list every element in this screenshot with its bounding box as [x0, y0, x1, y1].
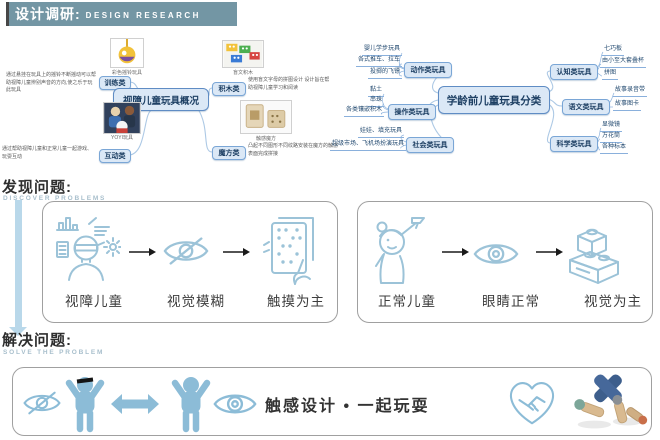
braille-blocks-caption: 盲文积木 — [232, 70, 253, 76]
normal-child-icon — [375, 217, 425, 284]
step-label: 视觉模糊 — [167, 294, 225, 309]
step-label: 触摸为主 — [267, 294, 325, 309]
page-title: 设计调研: — [15, 6, 81, 22]
node-action-toys[interactable]: 动作类玩具 — [404, 62, 452, 78]
mm-item[interactable]: 故事图卡 — [613, 101, 642, 111]
toy-blocks-photo — [574, 374, 648, 429]
bell-toy-caption: 彩色摇铃玩具 — [111, 70, 142, 76]
eye-slash-icon — [23, 391, 61, 415]
impaired-child-icon — [56, 217, 121, 281]
solve-subheading: SOLVE THE PROBLEM — [3, 349, 105, 356]
mm-item[interactable]: 婴儿学步玩具 — [361, 46, 402, 56]
handshake-heart-icon — [510, 382, 554, 425]
right-arrow-icon — [129, 248, 156, 256]
mm-item[interactable]: 七巧板 — [602, 46, 625, 56]
mm-item[interactable]: 投掷的飞镖 — [367, 69, 402, 79]
node-cognitive-toys[interactable]: 认知类玩具 — [550, 64, 598, 80]
braille-blocks-image — [222, 40, 264, 68]
node-blocks[interactable]: 积木类 — [212, 82, 246, 96]
mm-item[interactable]: 娃娃、填充玩具 — [357, 128, 404, 138]
discover-box-normal: 正常儿童 眼睛正常 视觉为主 — [357, 201, 653, 323]
node-preschool-toys[interactable]: 学龄前儿童玩具分类 — [438, 86, 550, 114]
step-label: 正常儿童 — [378, 294, 436, 309]
person-icon — [171, 377, 211, 433]
eye-slash-icon — [163, 237, 209, 265]
header: 设计调研: DESIGN RESEARCH — [9, 2, 237, 26]
double-arrow-icon — [111, 394, 159, 414]
interactive-desc: 通过帮助视障儿童和正常儿童一起游戏、玩耍互动 — [2, 146, 93, 160]
step-label: 视障儿童 — [65, 294, 123, 309]
node-social-toys[interactable]: 社会类玩具 — [406, 137, 454, 153]
page-subtitle: DESIGN RESEARCH — [85, 10, 201, 20]
bell-toy-image — [110, 38, 144, 68]
mm-item[interactable]: 由小至大套叠杯 — [600, 58, 647, 68]
tactile-cube-caption: 触感魔方 — [255, 136, 276, 142]
children-playing-image — [103, 102, 141, 134]
mm-item[interactable]: 万花筒 — [600, 133, 623, 143]
step-label: 视觉为主 — [584, 294, 642, 309]
discover-box-impaired: 视障儿童 视觉模糊 触摸为主 — [42, 201, 338, 323]
eye-icon — [213, 394, 257, 414]
discover-heading: 发现问题: — [2, 179, 72, 196]
eye-icon — [473, 244, 519, 264]
node-language-toys[interactable]: 语文类玩具 — [562, 99, 610, 115]
flow-arrow-bar — [15, 200, 22, 328]
mm-item[interactable]: 各式推车、拉车 — [355, 57, 402, 67]
node-cube[interactable]: 魔方类 — [212, 146, 246, 160]
tactile-cube-image — [240, 100, 292, 134]
node-operation-toys[interactable]: 操作类玩具 — [388, 104, 436, 120]
header-accent-bar — [6, 2, 9, 26]
solve-box: 触感设计 • 一起玩耍 — [12, 367, 652, 436]
right-arrow-icon — [536, 248, 563, 256]
right-arrow-icon — [442, 248, 469, 256]
solve-heading: 解决问题: — [2, 332, 72, 349]
lego-blocks-icon — [569, 228, 619, 284]
node-science-toys[interactable]: 科学类玩具 — [550, 136, 598, 152]
mm-item[interactable]: 各类镶嵌积木 — [343, 107, 384, 117]
mm-item[interactable]: 超级市场、飞机场扮演玩具 — [329, 141, 406, 151]
mm-item[interactable]: 故事录音带 — [613, 87, 648, 97]
cube-desc: 凸起不同图形不同纹路安装在魔方的触感表面完成拼接 — [248, 143, 339, 157]
mm-item[interactable]: 拼图 — [602, 70, 619, 80]
node-interactive[interactable]: 互动类 — [99, 149, 131, 163]
blindfolded-person-icon — [65, 377, 105, 433]
right-arrow-icon — [223, 248, 250, 256]
discover-subheading: DISCOVER PROBLEMS — [3, 195, 107, 202]
mm-item[interactable]: 各种标本 — [600, 144, 629, 154]
mm-item[interactable]: 黏土 — [367, 87, 384, 97]
training-desc: 通过悬挂在玩具上的摇铃不断摇动可以帮助视障儿童辨别声音的方向,使之乐于玩此玩具 — [6, 72, 97, 93]
children-image-caption: YOYI玩具 — [111, 135, 133, 141]
step-label: 眼睛正常 — [482, 294, 540, 309]
flow-arrow-head — [9, 327, 27, 336]
mm-item[interactable]: 串珠 — [367, 97, 384, 107]
blocks-desc: 使用盲文字母的拼图设计 设计旨在帮助视障儿童学习和阅读 — [248, 77, 330, 91]
solve-slogan: 触感设计 • 一起玩耍 — [265, 398, 430, 415]
mm-item[interactable]: 显微镜 — [600, 122, 623, 132]
braille-touch-icon — [263, 217, 314, 285]
